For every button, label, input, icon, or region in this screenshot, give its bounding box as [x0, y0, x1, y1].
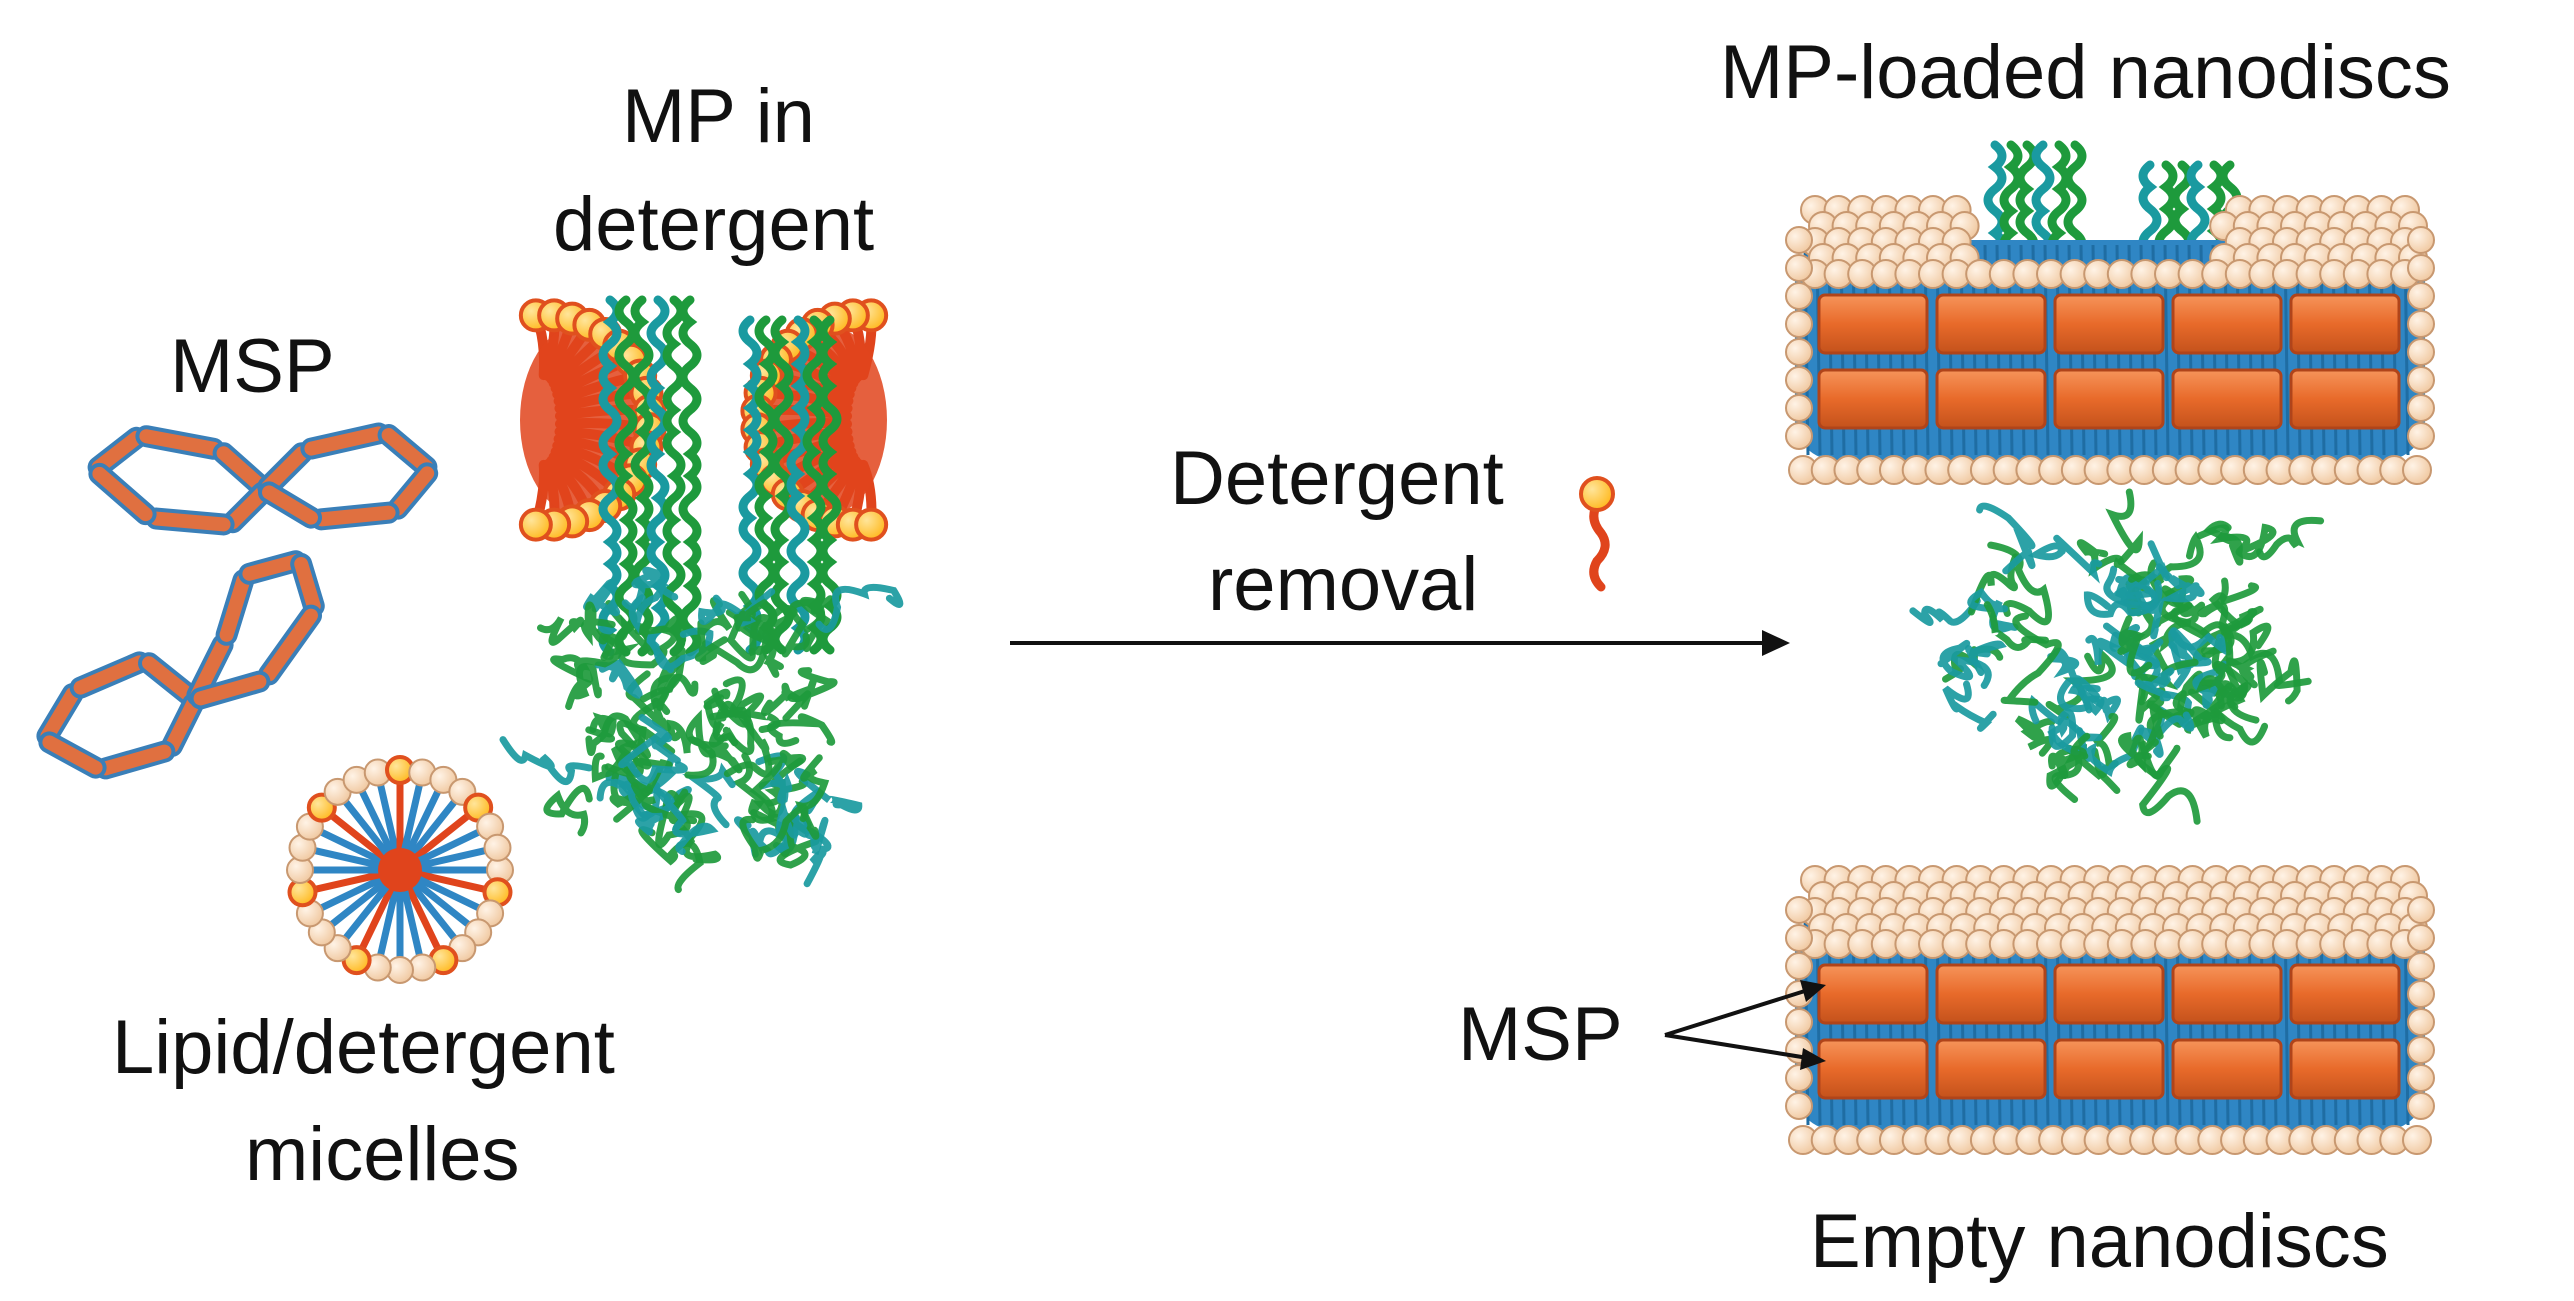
mp-loaded-nanodisc-graphic	[1785, 140, 2435, 825]
msp-pointer-arrows	[1664, 980, 1826, 1070]
label-empty-nanodiscs: Empty nanodiscs	[1810, 1199, 2389, 1284]
label-lipid-detergent: Lipid/detergent	[112, 1005, 615, 1090]
reaction-arrow	[1010, 630, 1790, 656]
label-msp-top: MSP	[170, 324, 335, 409]
lipid-detergent-micelle-graphic	[286, 755, 514, 984]
mp-in-detergent-graphic	[499, 295, 904, 894]
detergent-molecule-icon	[1579, 476, 1615, 592]
label-detergent-removal-2: removal	[1208, 542, 1479, 627]
label-micelles: micelles	[245, 1112, 520, 1197]
label-detergent-removal-1: Detergent	[1170, 436, 1504, 521]
label-mp-in: MP in	[622, 74, 815, 159]
label-detergent: detergent	[553, 182, 875, 267]
empty-nanodisc-graphic	[1785, 865, 2435, 1155]
msp-free-belts	[36, 422, 439, 780]
label-mp-loaded-nanodiscs: MP-loaded nanodiscs	[1720, 30, 2451, 115]
label-msp-pointer: MSP	[1458, 992, 1623, 1077]
